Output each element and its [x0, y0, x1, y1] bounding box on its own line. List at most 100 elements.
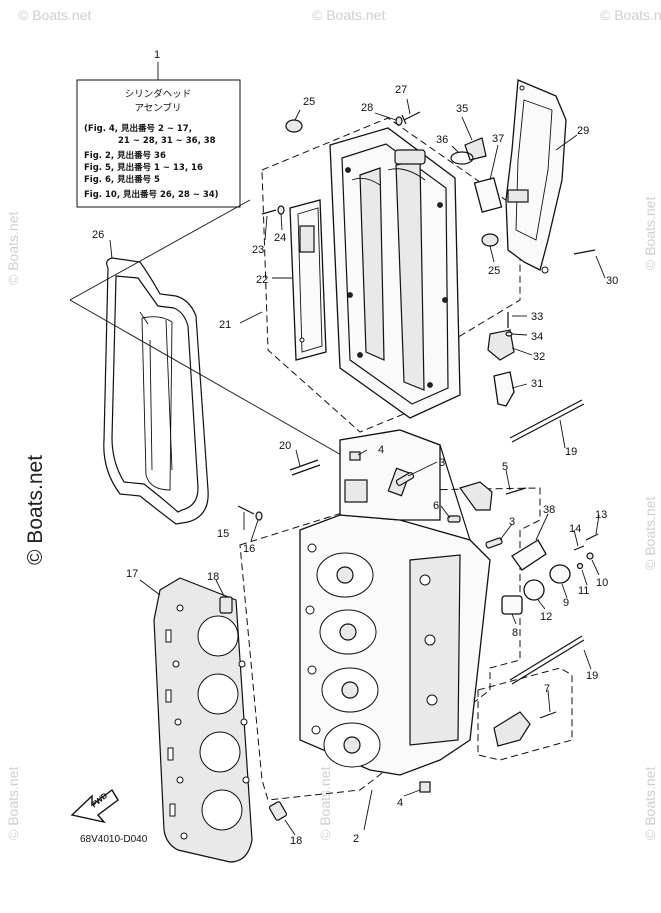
seal-12: [523, 579, 545, 601]
callout-19-lower: 19: [586, 670, 598, 682]
washer-16: [255, 511, 263, 521]
callout-7: 7: [544, 683, 550, 695]
diagram-code: 68V4010-D040: [80, 834, 148, 845]
callout-4-upper: 4: [378, 444, 384, 456]
head-cover: [329, 127, 461, 419]
note-line-5: Fig. 6, 見出番号 5: [84, 174, 160, 185]
callout-13: 13: [595, 509, 607, 521]
pin-6: [447, 515, 461, 523]
bolt-20: [289, 459, 321, 476]
note-line-3: Fig. 2, 見出番号 36: [84, 150, 166, 161]
callout-2: 2: [353, 833, 359, 845]
callout-18-lower: 18: [290, 835, 302, 847]
sensor-31: [493, 371, 515, 407]
label-37: [473, 177, 503, 213]
holder-9: [549, 564, 571, 584]
plug-4-upper: [349, 451, 361, 461]
callout-1: 1: [154, 49, 160, 61]
callout-27: 27: [395, 84, 407, 96]
watermark-side: © Boats.net: [24, 455, 47, 565]
small-parts-upper: [261, 111, 596, 685]
callout-20: 20: [279, 440, 291, 452]
callout-22: 22: [256, 274, 268, 286]
grommet-right: [481, 233, 499, 247]
group-outlines: [69, 117, 573, 801]
watermark-bottom-center: © Boats.net: [317, 767, 333, 840]
callout-35: 35: [456, 103, 468, 115]
washer-24: [277, 205, 285, 215]
callout-3-upper: 3: [439, 457, 445, 469]
washer-11: [576, 562, 584, 570]
callout-25-upper: 25: [303, 96, 315, 108]
dowel-18-upper: [219, 596, 233, 614]
callout-31: 31: [531, 378, 543, 390]
long-bolt-upper: [509, 399, 585, 443]
watermark-left-upper: © Boats.net: [5, 212, 21, 285]
watermark-top-left: © Boats.net: [18, 7, 91, 23]
callout-12: 12: [540, 611, 552, 623]
note-title-line1: シリンダヘッド: [125, 88, 192, 100]
head-cover-gasket: [103, 257, 209, 525]
watermark-top-center: © Boats.net: [312, 7, 385, 23]
callout-numbers: 1 2 3 3 4 4 5 6 7 8 9 10 11 12 13 14 15 …: [92, 49, 618, 847]
bolt-30: [573, 249, 596, 255]
callout-37: 37: [492, 133, 504, 145]
bolt-23: [261, 209, 277, 215]
watermark-top-right: © Boats.net: [600, 7, 661, 23]
watermark-left-lower: © Boats.net: [5, 767, 21, 840]
cylinder-head: [299, 429, 491, 776]
callout-leaders: [109, 98, 606, 836]
bracket-7: [493, 711, 531, 747]
note-title-line2: アセンブリ: [134, 102, 181, 114]
callout-33: 33: [531, 311, 543, 323]
sensor-bracket-32: [487, 329, 515, 361]
callout-26: 26: [92, 229, 104, 241]
callout-19-upper: 19: [565, 446, 577, 458]
callout-10: 10: [596, 577, 608, 589]
dowel-18-lower: [268, 801, 288, 821]
callout-9: 9: [563, 597, 569, 609]
fwd-arrow-icon: FWD: [70, 788, 119, 824]
callout-32: 32: [533, 351, 545, 363]
o-ring: [450, 151, 474, 165]
callout-15: 15: [217, 528, 229, 540]
callout-28: 28: [361, 102, 373, 114]
bolt-13: [585, 533, 599, 541]
callout-25-lower: 25: [488, 265, 500, 277]
long-bolt-lower: [509, 635, 585, 685]
callout-23: 23: [252, 244, 264, 256]
callout-14: 14: [569, 523, 581, 535]
callout-29: 29: [577, 125, 589, 137]
callout-5: 5: [502, 461, 508, 473]
bolt-27: [401, 111, 421, 125]
bolt-7: [539, 711, 557, 719]
bolt-15: [237, 505, 255, 515]
bolt-5: [505, 487, 527, 495]
washer-34: [505, 331, 513, 337]
watermark-right-middle: © Boats.net: [642, 497, 658, 570]
callout-34: 34: [531, 331, 543, 343]
note-line-6: Fig. 10, 見出番号 26, 28 ~ 34): [84, 189, 219, 200]
cylinder-head-gasket: [153, 577, 253, 863]
cover-plate: [289, 199, 327, 361]
callout-6: 6: [433, 500, 439, 512]
spacer-8: [501, 595, 523, 615]
oil-filler-cap: [464, 137, 487, 161]
grommet-top: [285, 119, 303, 133]
watermarks: © Boats.net © Boats.net © Boats.net © Bo…: [5, 7, 661, 840]
note-line-1: (Fig. 4, 見出番号 2 ~ 17,: [84, 123, 192, 134]
callout-38: 38: [543, 504, 555, 516]
note-line-4: Fig. 5, 見出番号 1 ~ 13, 16: [84, 162, 203, 173]
pin-3-lower: [485, 537, 503, 549]
callout-24: 24: [274, 232, 286, 244]
callout-16: 16: [243, 543, 255, 555]
bracket: [505, 79, 567, 274]
callout-30: 30: [606, 275, 618, 287]
callout-4-lower: 4: [397, 797, 403, 809]
bracket-5: [459, 481, 493, 511]
callout-36: 36: [436, 134, 448, 146]
washer-14: [573, 545, 585, 551]
callout-17: 17: [126, 568, 138, 580]
bolt-10: [586, 552, 594, 560]
